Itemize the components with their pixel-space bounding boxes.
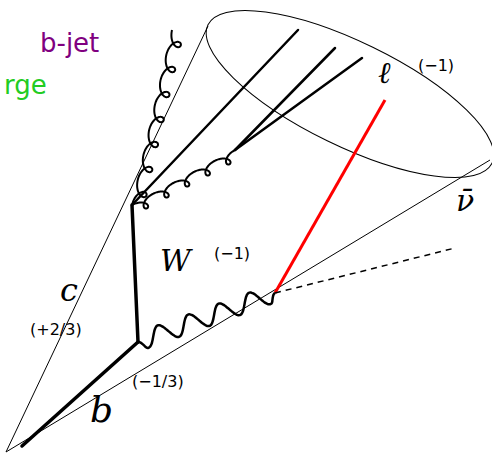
b-quark-line (22, 342, 138, 446)
charge-label: (−1/3) (132, 374, 184, 390)
quark-line (132, 30, 298, 205)
quark-line (235, 58, 362, 150)
lepton-symbol: ℓ (378, 58, 391, 88)
lepton-line (275, 100, 385, 293)
jet-title: b-jet (40, 30, 99, 56)
c-quark-line (132, 205, 138, 342)
neutrino-line (275, 248, 455, 293)
gluon-line (132, 30, 181, 205)
charge-label: (−1) (418, 58, 454, 74)
charge-label: (+2/3) (30, 322, 82, 338)
charge-title: rge (4, 72, 47, 98)
w-boson-symbol: W (160, 246, 191, 276)
gluon-line (132, 150, 235, 209)
quark-line (235, 48, 335, 150)
cone-edge (6, 160, 490, 452)
b-quark-symbol: b (90, 392, 113, 428)
w-boson-line (138, 293, 275, 348)
neutrino-symbol: ν̄ (456, 186, 474, 216)
c-quark-symbol: c (60, 274, 78, 306)
charge-label: (−1) (214, 246, 250, 262)
